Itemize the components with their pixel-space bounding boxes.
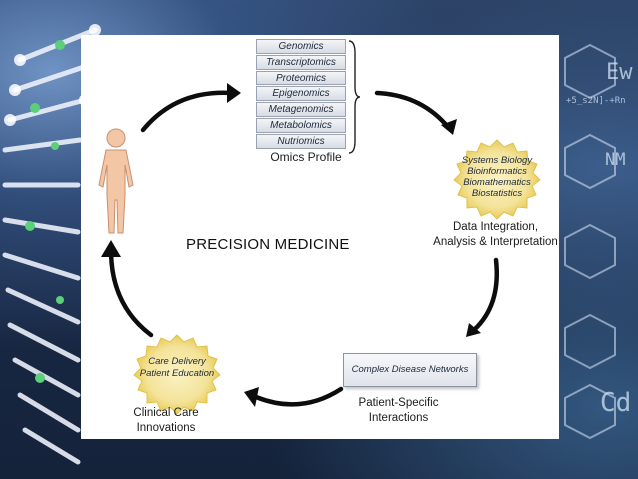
cycle-graphics bbox=[98, 83, 541, 415]
patient-specific-line1: Patient-Specific bbox=[358, 397, 439, 409]
omics-brace bbox=[348, 40, 361, 154]
bg-text-ew: Ew bbox=[606, 60, 633, 85]
omics-layer-metagenomics: Metagenomics bbox=[256, 102, 346, 117]
systems-biology-seal-shape bbox=[453, 139, 541, 220]
omics-layer-genomics: Genomics bbox=[256, 39, 346, 54]
care-item: Patient Education bbox=[139, 367, 215, 379]
omics-layer-metabolomics: Metabolomics bbox=[256, 117, 346, 133]
arrow-person-to-omics bbox=[140, 90, 234, 133]
omics-layer-proteomics: Proteomics bbox=[256, 70, 346, 86]
patient-specific-label: Patient-Specific Interactions bbox=[341, 396, 456, 426]
bg-text-nm: NM bbox=[605, 150, 626, 170]
dna-helix-image bbox=[2, 24, 101, 465]
data-method-item: Biomathematics bbox=[463, 177, 531, 188]
care-item: Care Delivery bbox=[148, 356, 206, 367]
bg-text-formula: +5_s2N]-+Rn bbox=[566, 96, 626, 106]
diagram-title: PRECISION MEDICINE bbox=[186, 236, 350, 253]
arrow-heads bbox=[101, 83, 481, 407]
diagram-panel: Genomics Transcriptomics Proteomics Epig… bbox=[81, 35, 559, 439]
patient-specific-line2: Interactions bbox=[368, 412, 429, 424]
arrow-patient-to-care bbox=[253, 386, 344, 407]
data-integration-label: Data Integration, Analysis & Interpretat… bbox=[428, 220, 563, 250]
omics-layer-epigenomics: Epigenomics bbox=[256, 86, 346, 102]
data-methods-list: Systems Biology Bioinformatics Biomathem… bbox=[442, 155, 552, 199]
cycle-arrows bbox=[108, 90, 499, 407]
arrow-data-to-patient bbox=[471, 257, 499, 333]
data-integration-line1: Data Integration, bbox=[452, 221, 539, 233]
clinical-care-line2: Innovations bbox=[136, 422, 196, 434]
clinical-care-line1: Clinical Care bbox=[133, 407, 199, 419]
care-delivery-seal-shape bbox=[133, 334, 221, 415]
data-method-item: Biostatistics bbox=[471, 188, 523, 199]
omics-stack: Genomics Transcriptomics Proteomics Epig… bbox=[256, 39, 346, 150]
data-integration-line2: Analysis & Interpretation bbox=[433, 236, 558, 248]
bg-text-cd: Cd bbox=[600, 388, 632, 418]
person-icon bbox=[98, 128, 134, 234]
arrow-care-to-person bbox=[108, 247, 154, 338]
data-method-item: Bioinformatics bbox=[467, 166, 527, 177]
data-method-item: Systems Biology bbox=[461, 155, 533, 166]
arrow-omics-to-data bbox=[374, 90, 451, 130]
omics-profile-label: Omics Profile bbox=[270, 150, 342, 164]
omics-layer-nutriomics: Nutriomics bbox=[256, 133, 346, 149]
omics-layer-transcriptomics: Transcriptomics bbox=[256, 54, 346, 70]
care-items-list: Care Delivery Patient Education bbox=[128, 356, 226, 379]
complex-disease-networks-box: Complex Disease Networks bbox=[343, 353, 477, 387]
clinical-care-label: Clinical Care Innovations bbox=[111, 406, 221, 436]
hexagon-pattern bbox=[564, 43, 616, 440]
